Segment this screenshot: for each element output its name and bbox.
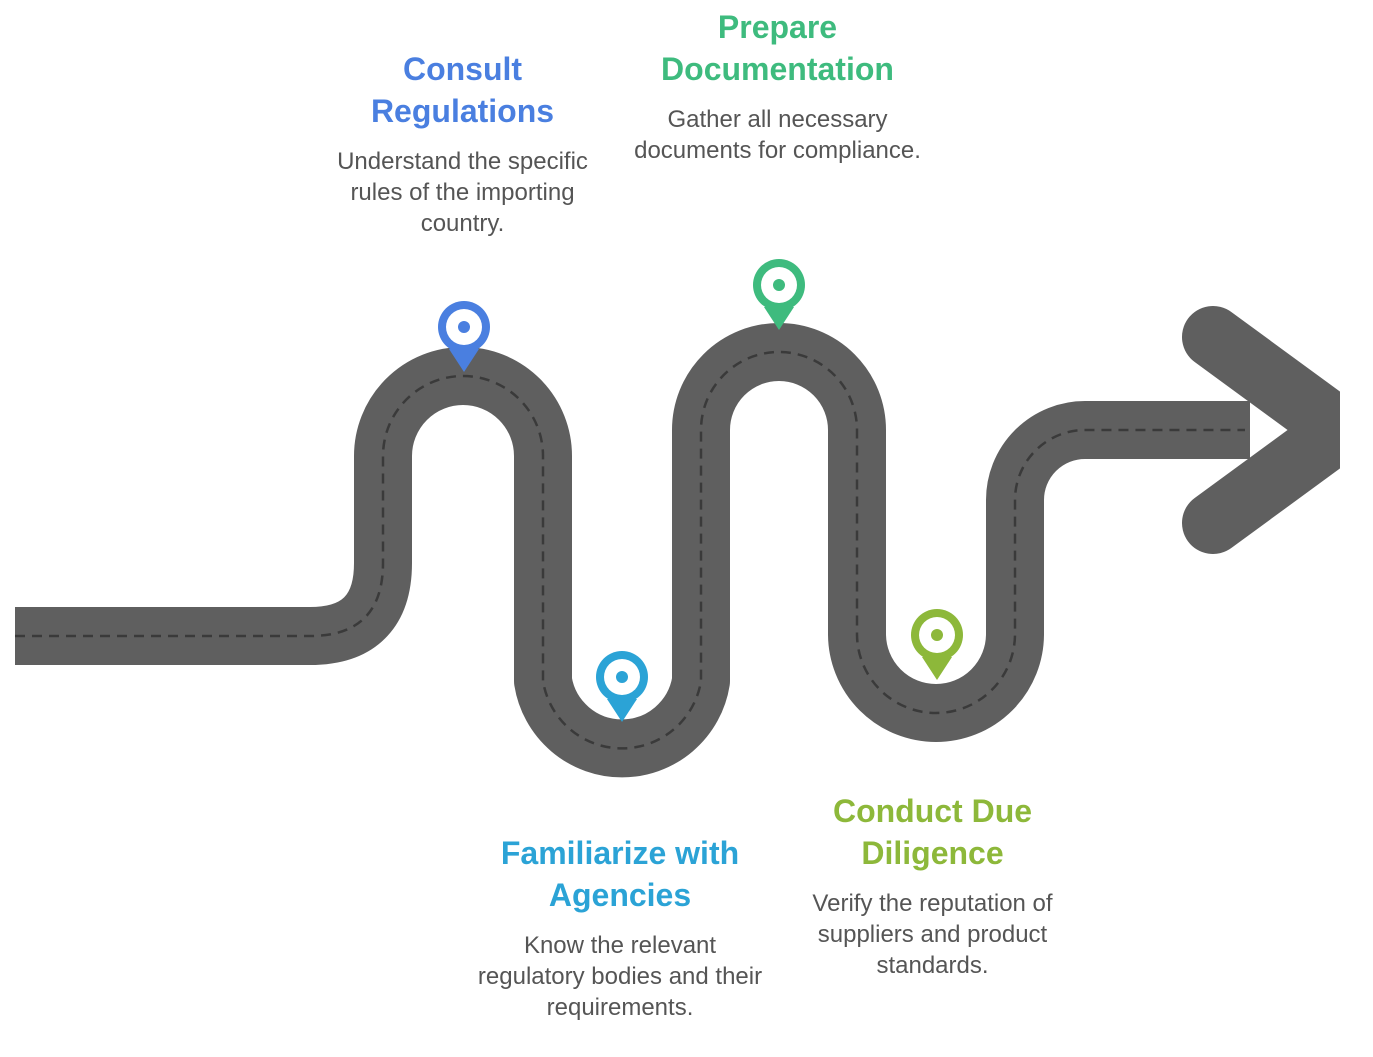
step-description: Gather all necessary documents for compl… [634, 106, 921, 164]
location-pin-icon [596, 651, 648, 722]
step-title: Prepare Documentation [661, 9, 894, 87]
step-title: Consult Regulations [370, 51, 555, 129]
location-pin-icon [911, 609, 963, 680]
step-description: Know the relevant regulatory bodies and … [477, 932, 763, 1021]
step-familiarize-with-agencies: Familiarize with Agencies Know the relev… [470, 832, 770, 1023]
road-dashed-centerline [15, 350, 1245, 750]
step-consult-regulations: Consult Regulations Understand the speci… [320, 48, 605, 239]
step-conduct-due-diligence: Conduct Due Diligence Verify the reputat… [790, 790, 1075, 981]
step-title: Familiarize with Agencies [500, 835, 740, 913]
location-pin-icon [753, 259, 805, 330]
step-prepare-documentation: Prepare Documentation Gather all necessa… [620, 6, 935, 166]
location-pin-icon [438, 301, 490, 372]
step-description: Verify the reputation of suppliers and p… [812, 890, 1053, 979]
step-title: Conduct Due Diligence [832, 793, 1033, 871]
step-description: Understand the specific rules of the imp… [337, 148, 588, 237]
